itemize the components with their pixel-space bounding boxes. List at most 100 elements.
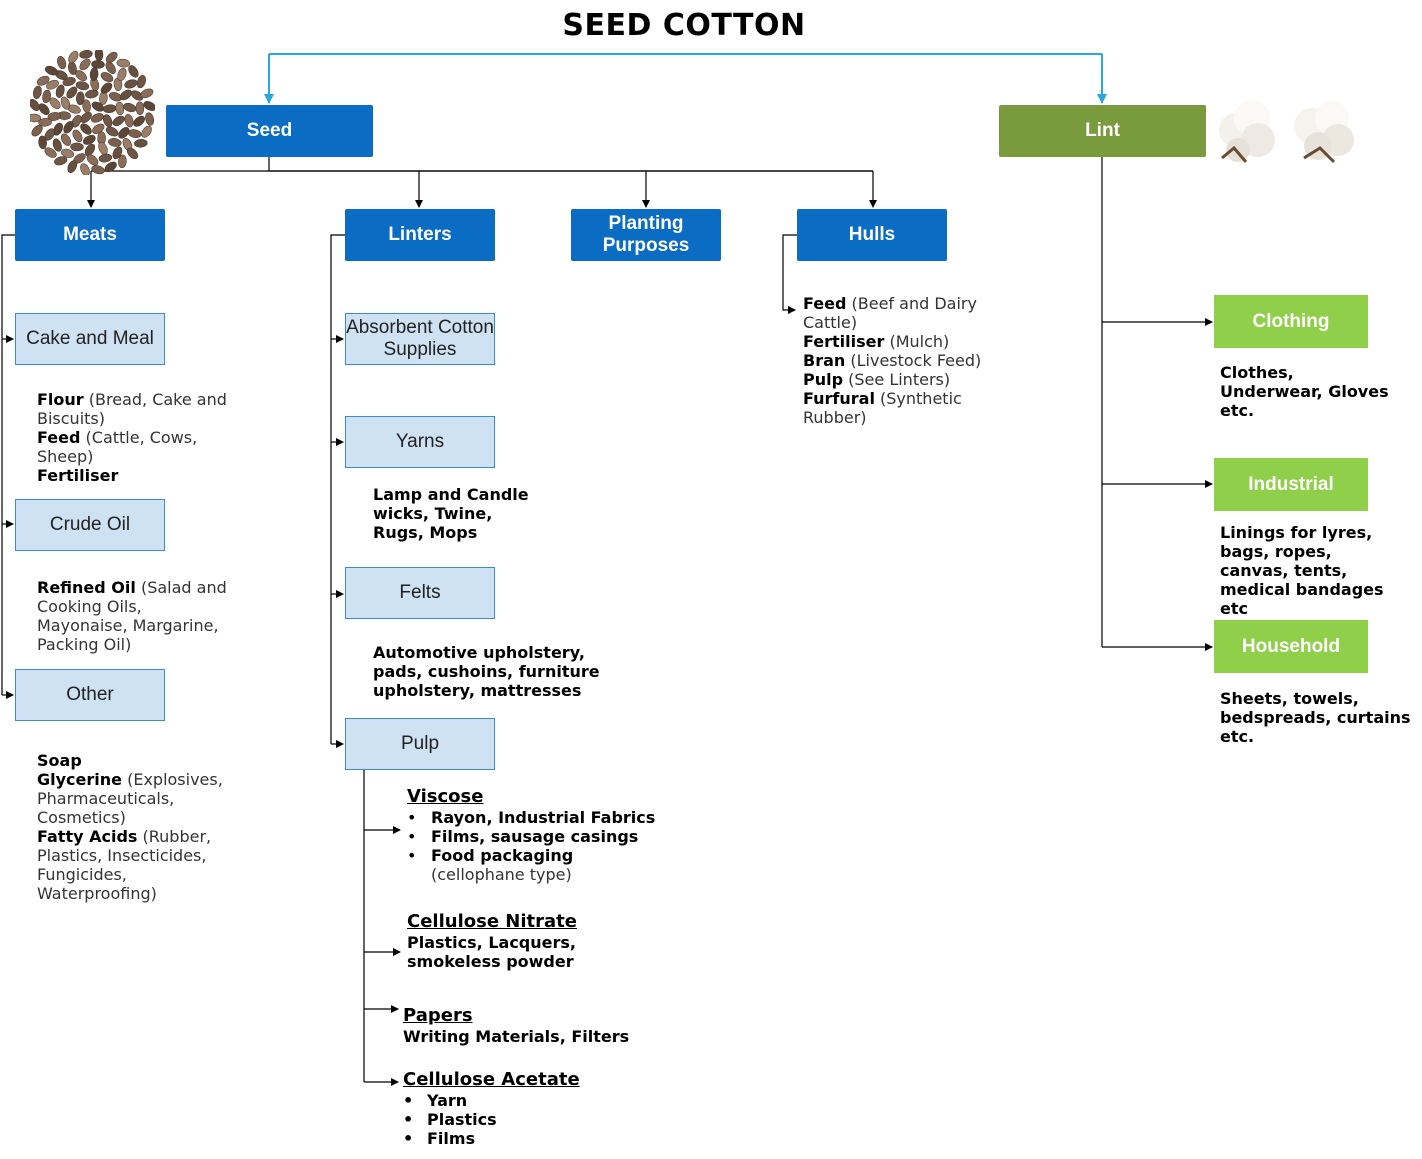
cellulose-acetate-item: Films (403, 1129, 653, 1148)
seed-grain (86, 154, 99, 166)
viscose-section: Viscose Rayon, Industrial FabricsFilms, … (407, 786, 667, 884)
hulls-item-bold: Pulp (803, 370, 844, 389)
seed-grain (112, 146, 123, 160)
hulls-item-detail: (Beef and Dairy Cattle) (803, 294, 977, 332)
seed-grain (143, 101, 155, 111)
seed-grain (79, 50, 93, 59)
cellulose-acetate-item: Yarn (403, 1091, 653, 1110)
hulls-item: Fertiliser (Mulch) (803, 332, 983, 351)
viscose-item: Rayon, Industrial Fabrics (407, 808, 667, 827)
seed-grain (55, 84, 65, 98)
seed-grain (136, 75, 146, 89)
seed-grain (85, 89, 99, 99)
node-other-label: Other (66, 684, 114, 706)
seed-grain (98, 153, 113, 163)
seed-grain (104, 161, 117, 173)
seed-grain (67, 160, 78, 173)
papers-section: Papers Writing Materials, Filters (403, 1005, 653, 1046)
seed-grain (105, 61, 116, 74)
seed-grain (128, 129, 142, 138)
node-linters: Linters (345, 209, 495, 261)
seed-grain (47, 112, 62, 121)
seed-grain (108, 138, 122, 147)
node-clothing: Clothing (1214, 295, 1368, 348)
crude-oil-item-detail: (Salad and Cooking Oils, Mayonaise, Marg… (37, 578, 227, 654)
seed-grain (79, 58, 91, 71)
seed-grain (89, 67, 99, 81)
seed-grain (36, 75, 50, 86)
node-household-label: Household (1241, 635, 1341, 657)
crude-oil-item: Refined Oil (Salad and Cooking Oils, May… (37, 578, 227, 654)
hulls-list: Feed (Beef and Dairy Cattle)Fertiliser (… (803, 294, 983, 427)
papers-text: Writing Materials, Filters (403, 1027, 630, 1046)
cake-meal-item-bold: Flour (37, 390, 84, 409)
seed-grain (80, 163, 90, 175)
hulls-item-bold: Bran (803, 351, 846, 370)
seed-grain (82, 99, 91, 113)
cake-meal-item: Flour (Bread, Cake and Biscuits) (37, 390, 227, 428)
seed-grain (75, 81, 90, 91)
seed-grain (46, 79, 59, 90)
other-item: Glycerine (Explosives, Pharmaceuticals, … (37, 770, 227, 827)
crude-oil-list: Refined Oil (Salad and Cooking Oils, May… (37, 578, 227, 654)
other-item-bold: Fatty Acids (37, 827, 138, 846)
hulls-item-detail: (Synthetic Rubber) (803, 389, 962, 427)
seed-grain (124, 79, 138, 89)
cake-meal-item: Fertiliser (37, 466, 227, 485)
cake-meal-item-bold: Feed (37, 428, 81, 447)
node-crude-oil-label: Crude Oil (49, 514, 131, 536)
seed-grain (141, 125, 152, 138)
viscose-list: Rayon, Industrial FabricsFilms, sausage … (407, 808, 667, 884)
node-industrial: Industrial (1214, 458, 1368, 511)
seed-grain (126, 147, 139, 160)
crude-oil-item-bold: Refined Oil (37, 578, 136, 597)
node-cake-and-meal: Cake and Meal (15, 313, 165, 365)
seed-grain (115, 101, 125, 116)
viscose-item-detail: (cellophane type) (431, 865, 572, 884)
viscose-item-bold: Films, sausage casings (431, 827, 639, 846)
hulls-item-bold: Furfural (803, 389, 875, 408)
seed-grain (30, 113, 42, 123)
viscose-item-bold: Rayon, Industrial Fabrics (431, 808, 656, 827)
seed-grain (44, 65, 58, 76)
node-planting-label: Planting Purposes (602, 213, 690, 256)
node-industrial-label: Industrial (1248, 473, 1334, 495)
other-item-bold: Soap (37, 751, 82, 770)
node-seed: Seed (166, 105, 373, 157)
node-other: Other (15, 669, 165, 721)
node-pulp: Pulp (345, 718, 495, 770)
cake-meal-item-detail: (Cattle, Cows, Sheep) (37, 428, 198, 466)
seed-grain (135, 101, 145, 115)
seed-grain (105, 126, 119, 137)
cellulose-acetate-section: Cellulose Acetate YarnPlasticsFilms (403, 1069, 653, 1148)
cake-meal-item-detail: (Bread, Cake and Biscuits) (37, 390, 227, 428)
cellulose-acetate-list: YarnPlasticsFilms (403, 1091, 653, 1148)
seed-grain (102, 104, 117, 113)
seed-grain (30, 99, 40, 111)
hulls-item-bold: Fertiliser (803, 332, 885, 351)
seed-grain (100, 72, 114, 83)
seed-grain (112, 115, 125, 127)
seed-grain (57, 56, 67, 70)
seed-grain (134, 139, 148, 148)
seed-grain (124, 114, 134, 128)
seed-grain (49, 97, 61, 110)
cellulose-nitrate-section: Cellulose Nitrate Plastics, Lacquers, sm… (407, 911, 657, 971)
cake-meal-item: Feed (Cattle, Cows, Sheep) (37, 428, 227, 466)
other-item-bold: Glycerine (37, 770, 122, 789)
seed-grain (82, 135, 96, 145)
seed-grain (60, 96, 71, 110)
cake-meal-item-bold: Fertiliser (37, 466, 119, 485)
seed-grain (54, 156, 68, 166)
seed-grain (60, 133, 72, 146)
node-planting-purposes: Planting Purposes (571, 209, 721, 261)
seed-grain (90, 113, 104, 123)
seed-grain (145, 112, 155, 126)
hulls-item-detail: (Mulch) (884, 332, 950, 351)
cellulose-acetate-item: Plastics (403, 1110, 653, 1129)
viscose-item-bold: Food packaging (431, 846, 574, 865)
node-meats: Meats (15, 209, 165, 261)
seed-grain (62, 77, 76, 87)
